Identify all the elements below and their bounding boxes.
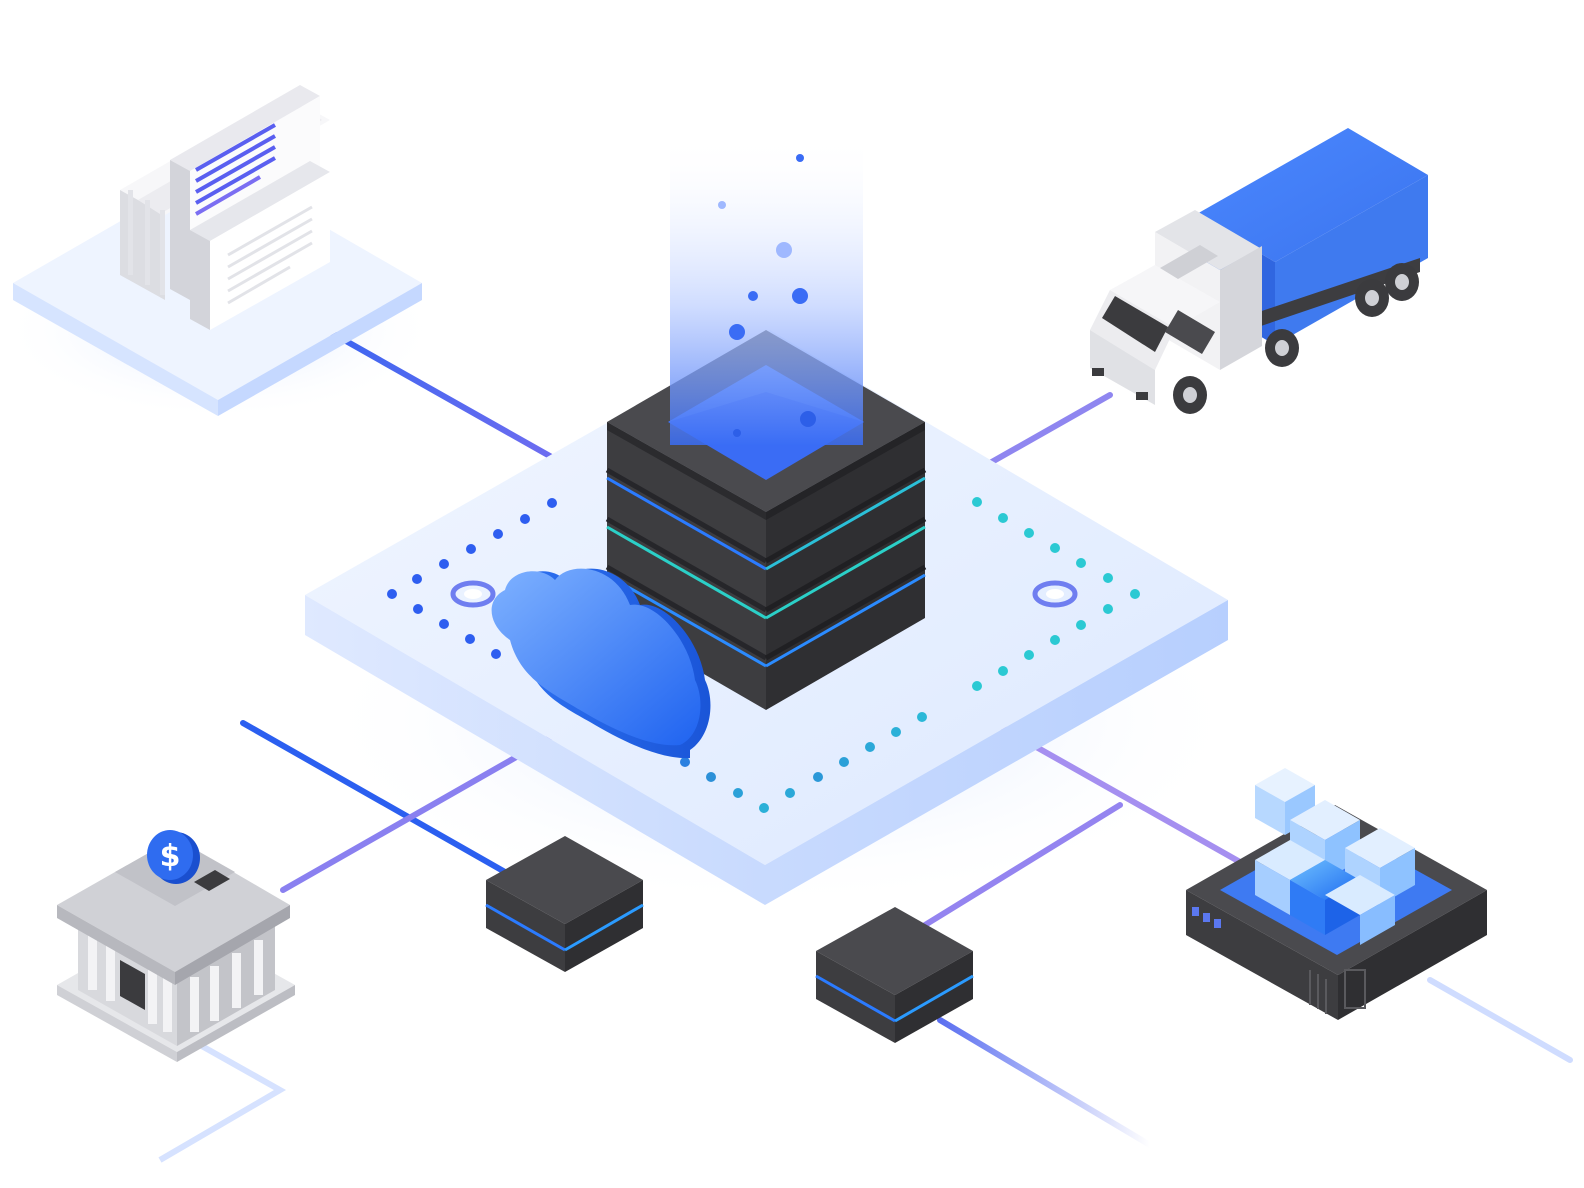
platform-ring-left <box>450 580 496 608</box>
cubes-icon <box>1255 768 1415 945</box>
delivery-truck-icon <box>1090 128 1428 414</box>
dotted-path-left <box>387 498 557 659</box>
connector-exit-right <box>1427 977 1573 1063</box>
cloud-icon <box>491 568 711 759</box>
connector-exit-bottom <box>937 1017 1153 1148</box>
svg-text:$: $ <box>160 839 181 874</box>
data-beam <box>670 135 863 445</box>
edge-node-icon <box>485 836 644 972</box>
dotted-path-bottom <box>680 712 927 813</box>
documents-icon <box>120 85 330 330</box>
dotted-path-right <box>972 497 1140 691</box>
connector-edge-node-2 <box>922 802 1123 928</box>
edge-node-icon-2 <box>815 907 974 1043</box>
platform-ring-right <box>1032 580 1078 608</box>
connector-edge-node-1 <box>240 720 508 875</box>
dollar-coin-icon: $ <box>147 830 200 884</box>
connector-exit-bank <box>158 1042 287 1163</box>
